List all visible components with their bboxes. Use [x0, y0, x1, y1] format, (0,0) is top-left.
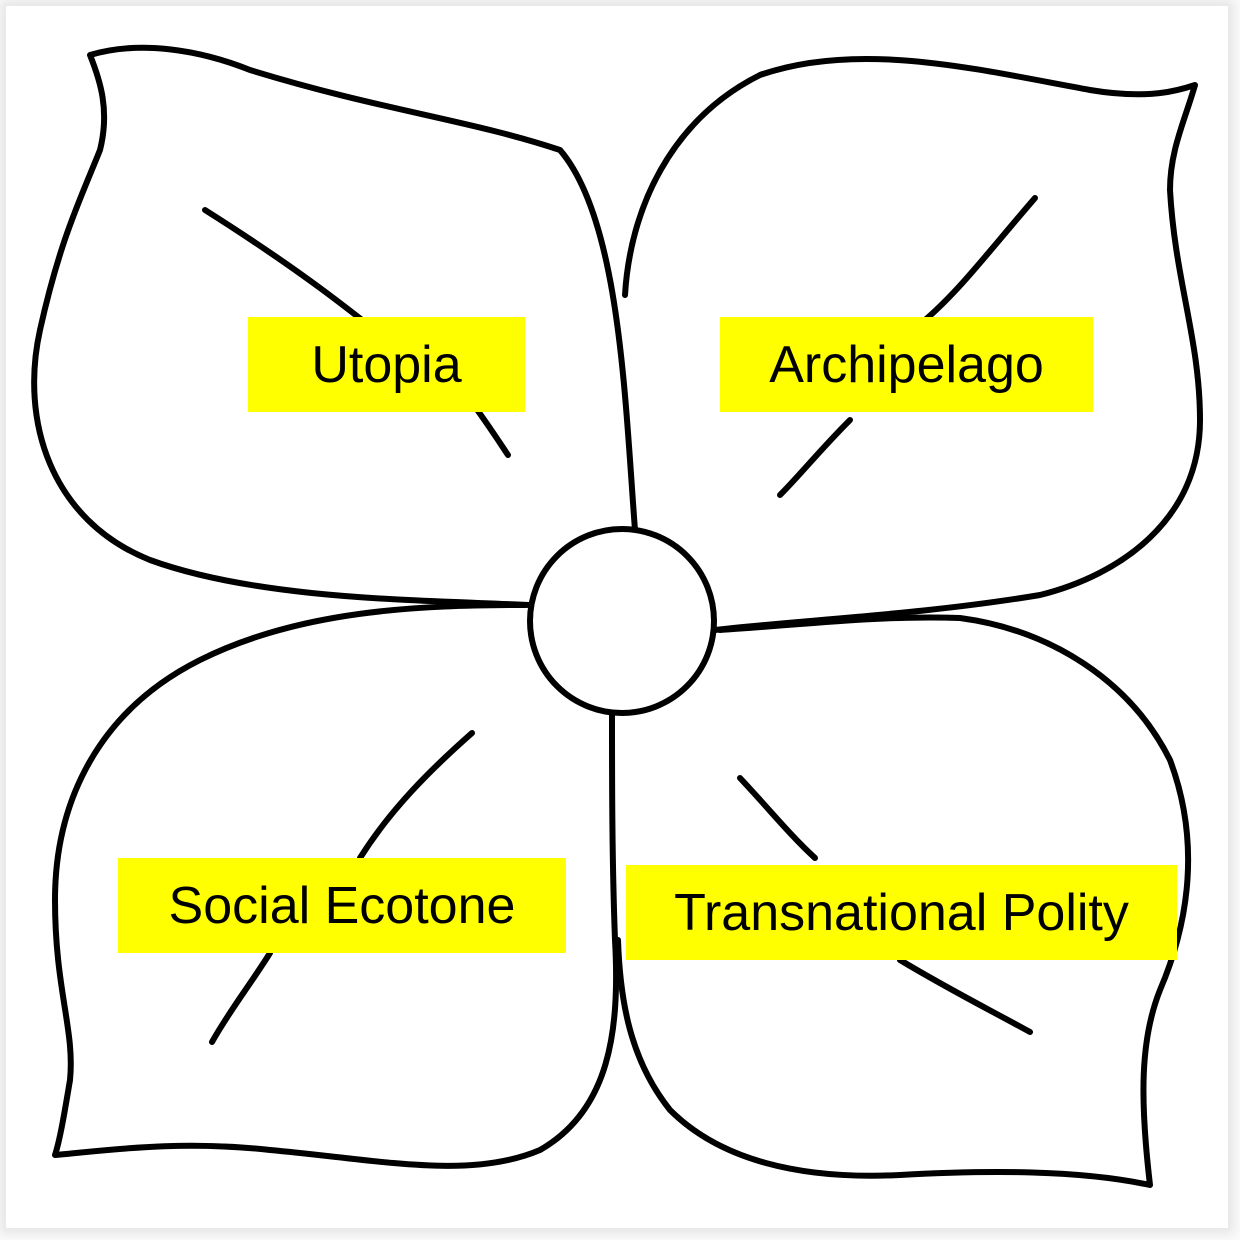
vein-bottom-right-lower	[897, 957, 1033, 1035]
label-archipelago: Archipelago	[720, 317, 1093, 412]
vein-top-right-lower	[777, 417, 853, 498]
petal-bottom-left	[52, 602, 620, 1169]
petal-bottom-right	[615, 614, 1192, 1188]
vein-bottom-right	[737, 775, 818, 861]
petal-top-right	[622, 55, 1203, 633]
vein-bottom-left-lower	[209, 950, 273, 1045]
label-transnational-polity: Transnational Polity	[626, 865, 1177, 960]
petal-top-left	[31, 44, 638, 608]
label-social-ecotone: Social Ecotone	[118, 858, 566, 953]
vein-bottom-left	[357, 730, 475, 861]
center-circle	[527, 526, 717, 716]
label-utopia: Utopia	[248, 317, 525, 412]
vein-top-right	[922, 195, 1038, 323]
